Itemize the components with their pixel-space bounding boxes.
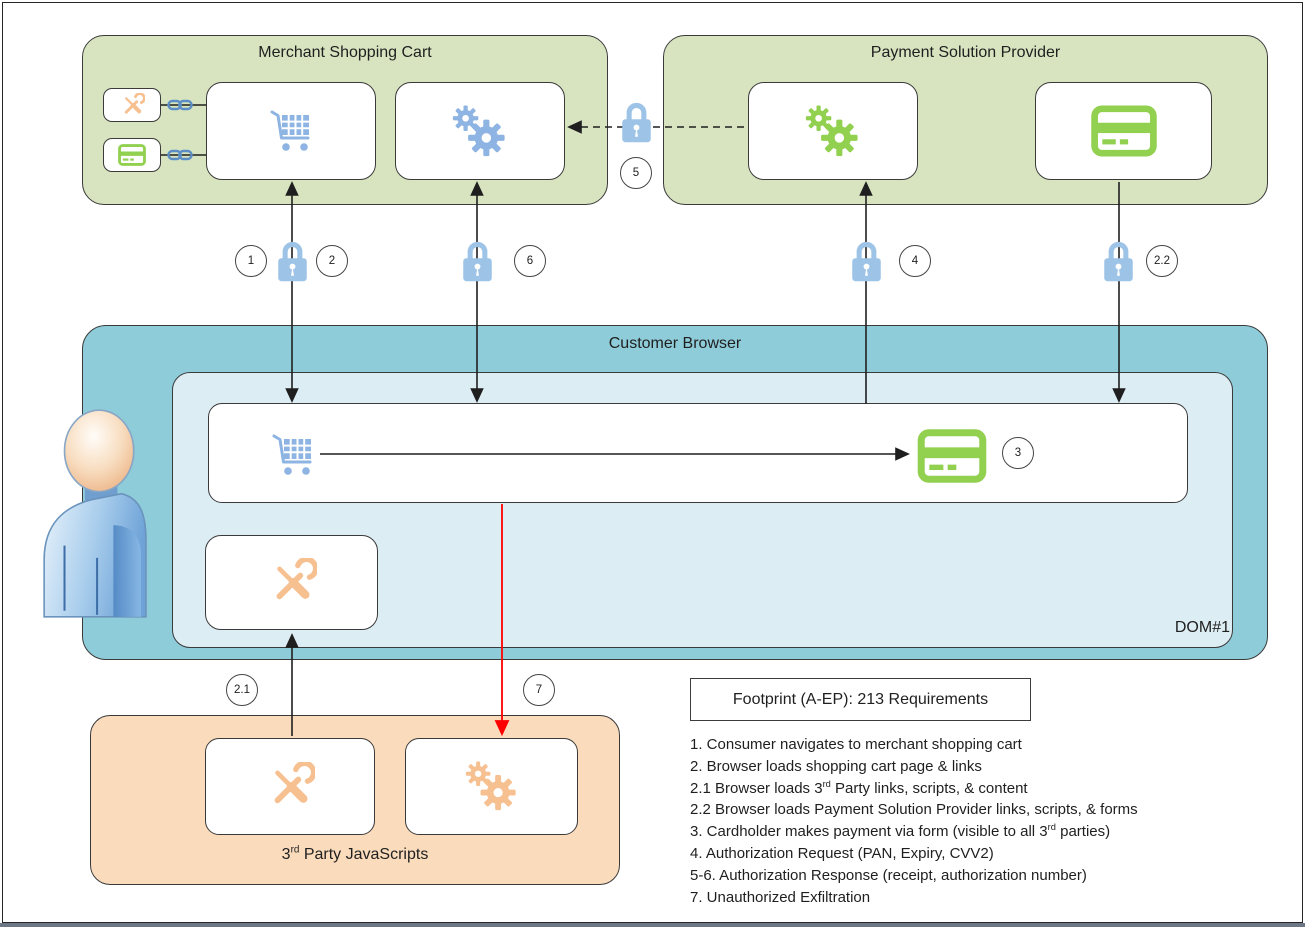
lock-icon [274, 238, 311, 284]
credit-card-icon [118, 144, 146, 166]
browser-panel-title: Customer Browser [608, 335, 742, 352]
third-party-scripts-box [405, 738, 578, 835]
step-item: 5-6. Authorization Response (receipt, au… [690, 866, 1087, 884]
merchant-cart-box [206, 82, 376, 180]
chain-link-icon [167, 96, 193, 114]
merchant-scripts-box [395, 82, 565, 180]
third-party-tools-box [205, 738, 375, 835]
credit-card-icon [1091, 105, 1157, 157]
steps-list: 1. Consumer navigates to merchant shoppi… [690, 734, 1302, 908]
step-item: 3. Cardholder makes payment via form (vi… [690, 822, 1111, 841]
step-item: 7. Unauthorized Exfiltration [690, 888, 871, 906]
lock-icon [1100, 238, 1137, 284]
footprint-label: Footprint (A-EP): 213 Requirements [732, 690, 989, 708]
step-badge-2-2: 2.2 [1146, 245, 1178, 277]
step-badge-4: 4 [899, 245, 931, 277]
psp-panel-title: Payment Solution Provider [870, 44, 1061, 61]
lock-icon [848, 238, 885, 284]
chain-link-icon [167, 146, 193, 164]
person-icon [36, 404, 148, 620]
cart-icon [269, 431, 317, 479]
merchant-panel-title: Merchant Shopping Cart [258, 44, 432, 61]
dom-label: DOM#1 [1174, 619, 1230, 636]
footprint-box: Footprint (A-EP): 213 Requirements [690, 678, 1031, 721]
step-badge-2: 2 [316, 245, 348, 277]
merchant-thirdparty-link-box [103, 88, 161, 122]
window-bottom-strip [0, 923, 1305, 927]
step-item: 2.2 Browser loads Payment Solution Provi… [690, 801, 1138, 819]
step-badge-1: 1 [235, 245, 267, 277]
credit-card-icon [917, 429, 987, 483]
tools-icon [267, 558, 317, 608]
psp-payment-box [1035, 82, 1212, 180]
step-badge-2-1: 2.1 [226, 674, 258, 706]
tools-icon [120, 93, 145, 118]
cart-icon [267, 107, 315, 155]
gears-icon [463, 761, 521, 812]
step-badge-5: 5 [620, 157, 652, 189]
tools-icon [265, 762, 315, 812]
step-item: 2.1 Browser loads 3rd Party links, scrip… [690, 778, 1028, 797]
merchant-psp-link-box [103, 138, 161, 172]
gears-icon [450, 105, 510, 158]
step-badge-7: 7 [523, 674, 555, 706]
step-item: 2. Browser loads shopping cart page & li… [690, 757, 982, 775]
step-badge-6: 6 [514, 245, 546, 277]
dom-thirdparty-script-box [205, 535, 378, 630]
third-party-title: 3rd Party JavaScripts [281, 844, 429, 863]
step-badge-3: 3 [1002, 437, 1034, 469]
step-item: 4. Authorization Request (PAN, Expiry, C… [690, 844, 994, 862]
lock-icon [459, 238, 496, 284]
payment-form-row [208, 403, 1188, 503]
step-item: 1. Consumer navigates to merchant shoppi… [690, 736, 1022, 753]
lock-icon [618, 99, 655, 145]
psp-scripts-box [748, 82, 918, 180]
gears-icon [803, 105, 863, 158]
